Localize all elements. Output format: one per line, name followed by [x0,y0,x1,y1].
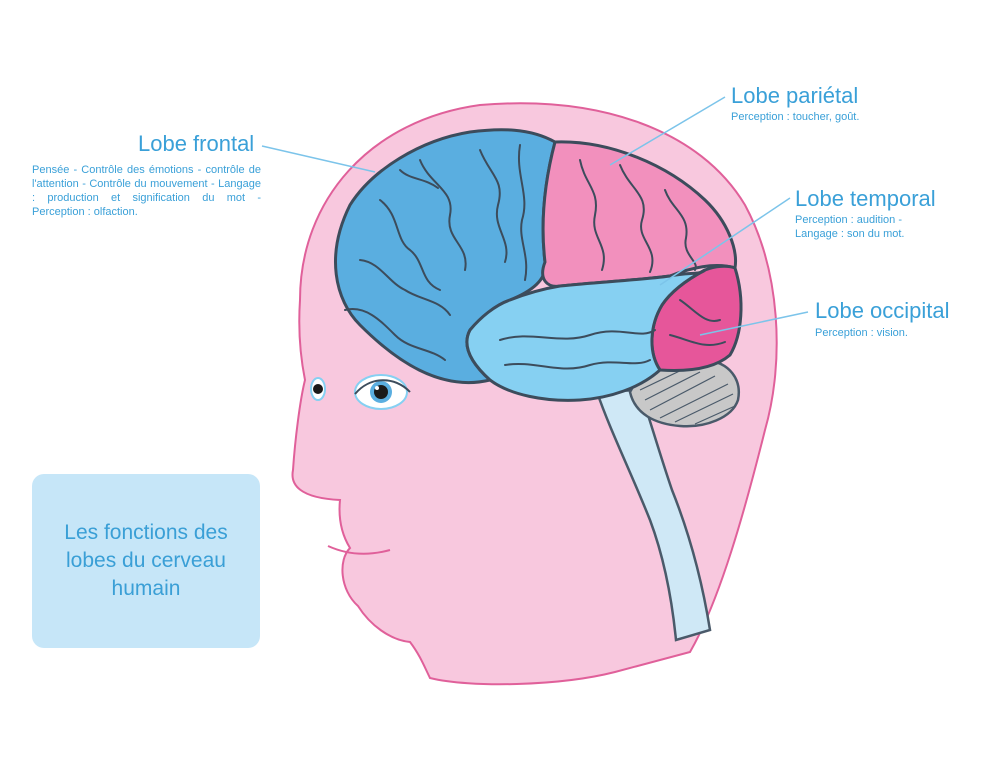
eye-left [310,377,326,401]
frontal-lobe-description: Pensée - Contrôle des émotions - contrôl… [32,164,261,218]
occipital-lobe-description: Perception : vision. [815,327,908,339]
mouth-line [327,545,391,555]
occipital-lobe-title: Lobe occipital [815,298,950,323]
parietal-lobe-title: Lobe pariétal [731,83,859,108]
caption-text: Les fonctions des lobes du cerveau humai… [64,521,228,600]
parietal-lobe-description: Perception : toucher, goût. [731,111,860,123]
brain-folds [344,144,726,370]
temporal-lobe-title: Lobe temporal [795,186,936,211]
brainstem [595,388,712,642]
frontal-lobe-title: Lobe frontal [138,131,255,156]
caption-box: Les fonctions des lobes du cerveau humai… [32,474,260,648]
temporal-lobe-description: Perception : audition - Langage : son du… [795,214,905,240]
leader-lines [261,96,809,336]
eye-right [354,374,411,410]
